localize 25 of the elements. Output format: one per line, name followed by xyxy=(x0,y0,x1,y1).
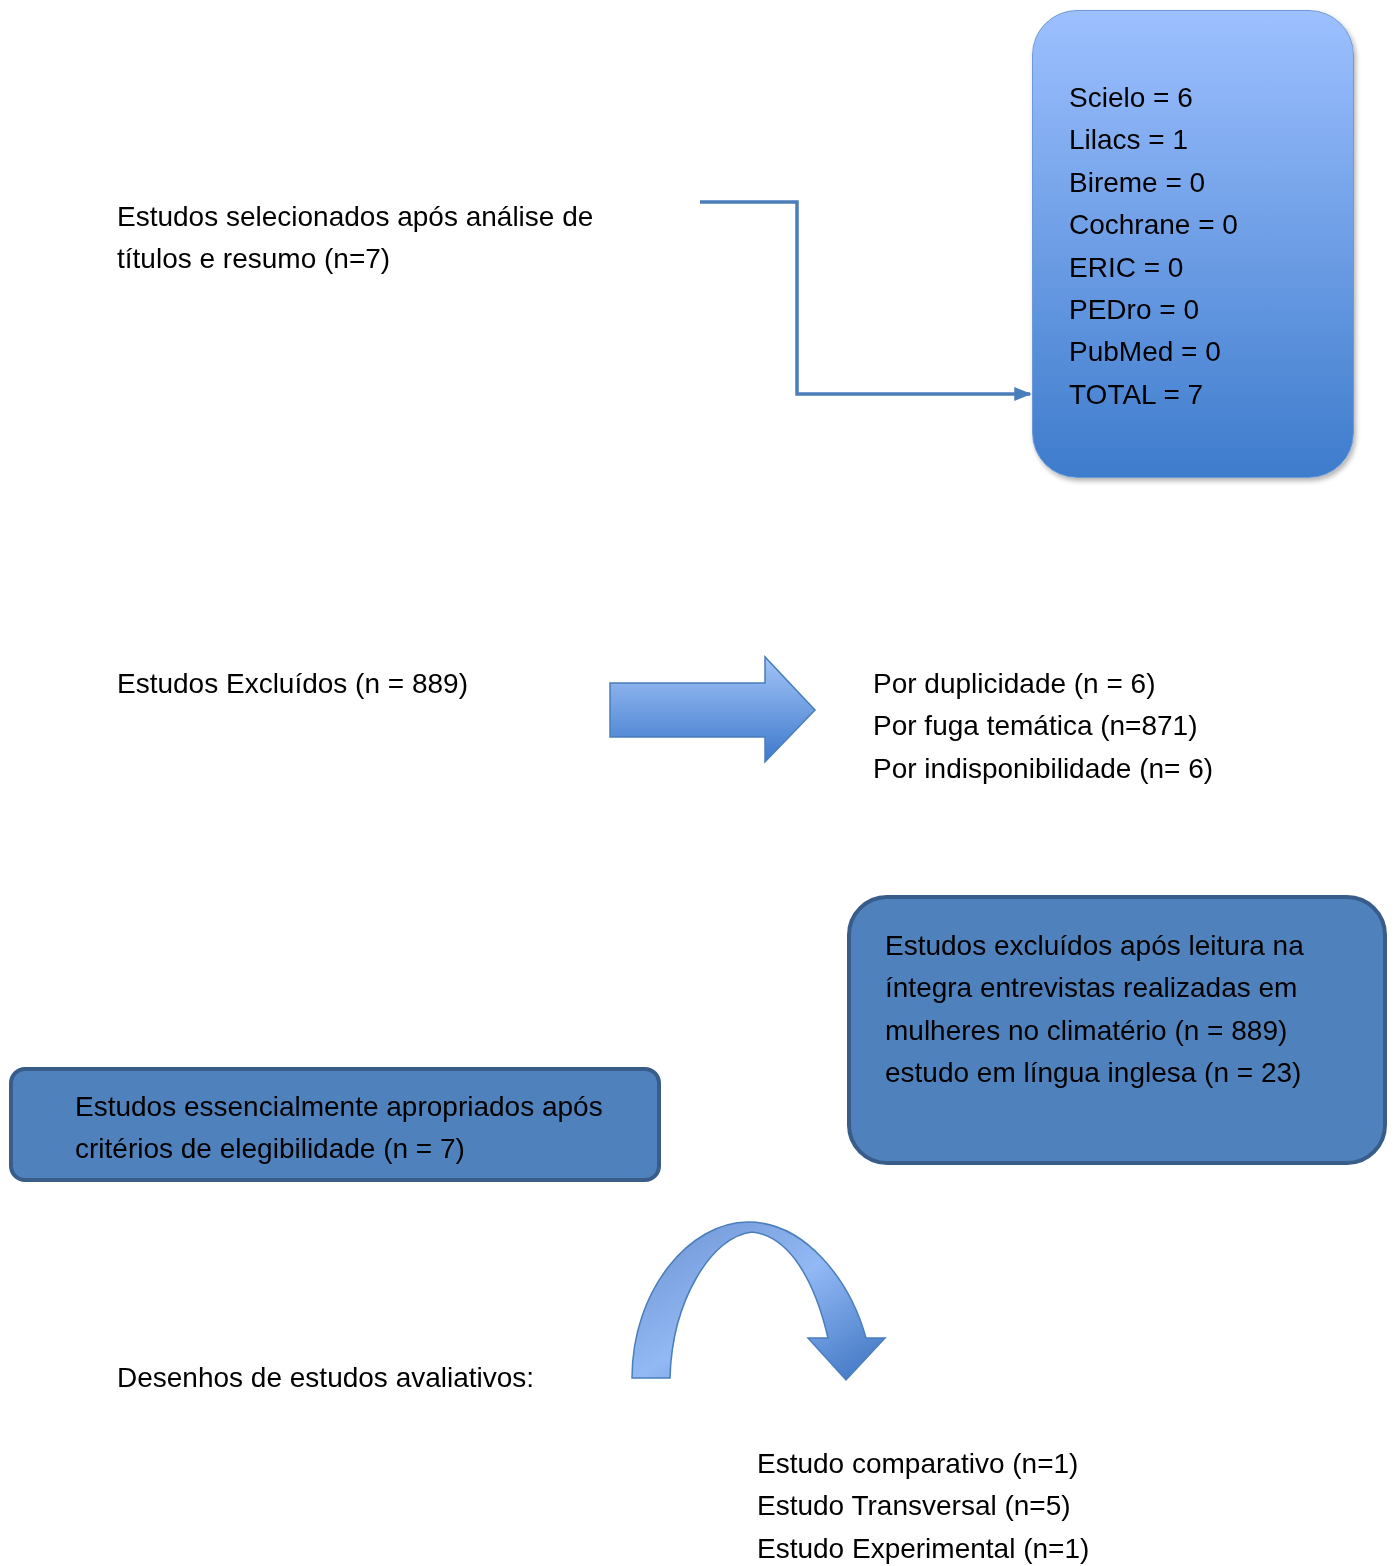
box-text: Estudos excluídos após leitura na íntegra entrevistas realizadas em mulheres no climatério (n = 889) estudo em língua inglesa (n = 23) xyxy=(885,929,1305,1091)
list-item: Por fuga temática (n=871) xyxy=(873,709,1199,744)
step-label: Estudos Excluídos (n = 889) xyxy=(117,667,469,701)
step-label: Estudos selecionados após análise de títulos e resumo (n=7) xyxy=(117,200,595,277)
block-arrow xyxy=(609,655,817,764)
list-item: TOTAL = 7 xyxy=(1069,377,1205,412)
list-item: Estudo Experimental (n=1) xyxy=(757,1531,1091,1566)
list-item: Estudo comparativo (n=1) xyxy=(757,1447,1080,1481)
list-item: Cochrane = 0 xyxy=(1069,208,1239,243)
database-box xyxy=(1032,10,1354,478)
list-item: PEDro = 0 xyxy=(1069,293,1200,328)
step-label: Desenhos de estudos avaliativos: xyxy=(117,1361,536,1395)
list-item: ERIC = 0 xyxy=(1069,250,1185,285)
list-item: Scielo = 6 xyxy=(1069,81,1194,115)
curved-arrow xyxy=(631,1221,886,1381)
list-item: Lilacs = 1 xyxy=(1069,123,1190,158)
list-item: Por indisponibilidade (n= 6) xyxy=(873,751,1215,786)
box-text: Estudos essencialmente apropriados após critérios de elegibilidade (n = 7) xyxy=(75,1090,604,1167)
list-item: PubMed = 0 xyxy=(1069,335,1222,370)
list-item: Estudo Transversal (n=5) xyxy=(757,1489,1072,1524)
process-box xyxy=(9,1067,661,1182)
list-item: Por duplicidade (n = 6) xyxy=(873,667,1157,701)
list-item: Bireme = 0 xyxy=(1069,165,1207,200)
process-box xyxy=(847,895,1387,1165)
elbow-arrow xyxy=(700,200,1032,401)
